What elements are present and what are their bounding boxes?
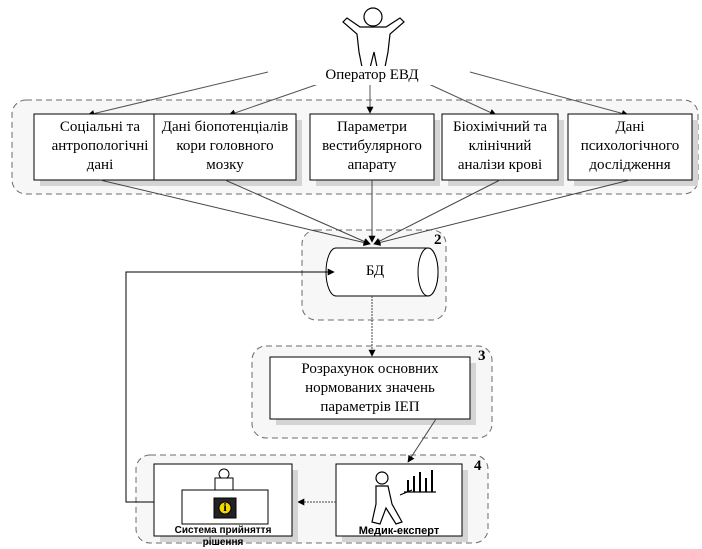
source-line: Біохімічний та (452, 119, 547, 135)
database-cylinder (325, 247, 439, 297)
group-number-3: 3 (478, 348, 486, 364)
source-line: Дані (615, 119, 645, 135)
calc-line: нормованих значень (305, 380, 435, 396)
source-line: апарату (347, 157, 397, 173)
calc-line: параметрів ІЕП (320, 399, 420, 415)
expert-label: Медик-експерт (358, 525, 440, 537)
calc-line: Розрахунок основних (301, 361, 439, 377)
source-line: клінічний (468, 138, 532, 154)
source-line: вестибулярного (322, 138, 422, 154)
decision-label: Система прийняття рішення (174, 525, 272, 548)
operator-person-icon (342, 7, 405, 73)
source-line: антропологічні (51, 138, 149, 154)
source-line: кори головного (176, 138, 274, 154)
operator-arrows (87, 71, 629, 117)
group-number-2: 2 (434, 232, 442, 248)
calc-box (269, 356, 471, 420)
source-line: дані (86, 157, 114, 173)
source-box-social: Соціальні та антропологічні дані (34, 118, 166, 175)
source-box-brain: Дані біопотенціалів кори головного мозку (154, 118, 296, 175)
operator-label: Оператор ЕВД (312, 66, 432, 85)
source-box-vestibular: Параметри вестибулярного апарату (310, 118, 434, 175)
feedback-arrow (125, 268, 335, 503)
source-line: аналізи крові (457, 157, 543, 173)
source-line: Параметри (336, 119, 408, 135)
medical-expert-icon (371, 470, 436, 525)
info-icon: i (223, 500, 227, 514)
source-line: Соціальні та (59, 119, 141, 135)
decision-system-icon (181, 468, 269, 525)
source-to-db-arrows (99, 179, 631, 246)
source-line: Дані біопотенціалів (161, 119, 289, 135)
expert-box (335, 463, 463, 537)
db-label: БД (365, 263, 385, 279)
source-boxes (33, 113, 698, 186)
source-box-blood: Біохімічний та клінічний аналізи крові (442, 118, 558, 175)
source-box-psych: Дані психологічного дослідження (568, 118, 692, 175)
group-number-4: 4 (474, 458, 482, 474)
source-line: мозку (206, 157, 244, 173)
source-line: дослідження (589, 157, 671, 173)
calc-box-text: Розрахунок основних нормованих значень п… (270, 360, 470, 417)
source-line: психологічного (580, 138, 680, 154)
calc-to-expert-arrow (407, 418, 437, 463)
